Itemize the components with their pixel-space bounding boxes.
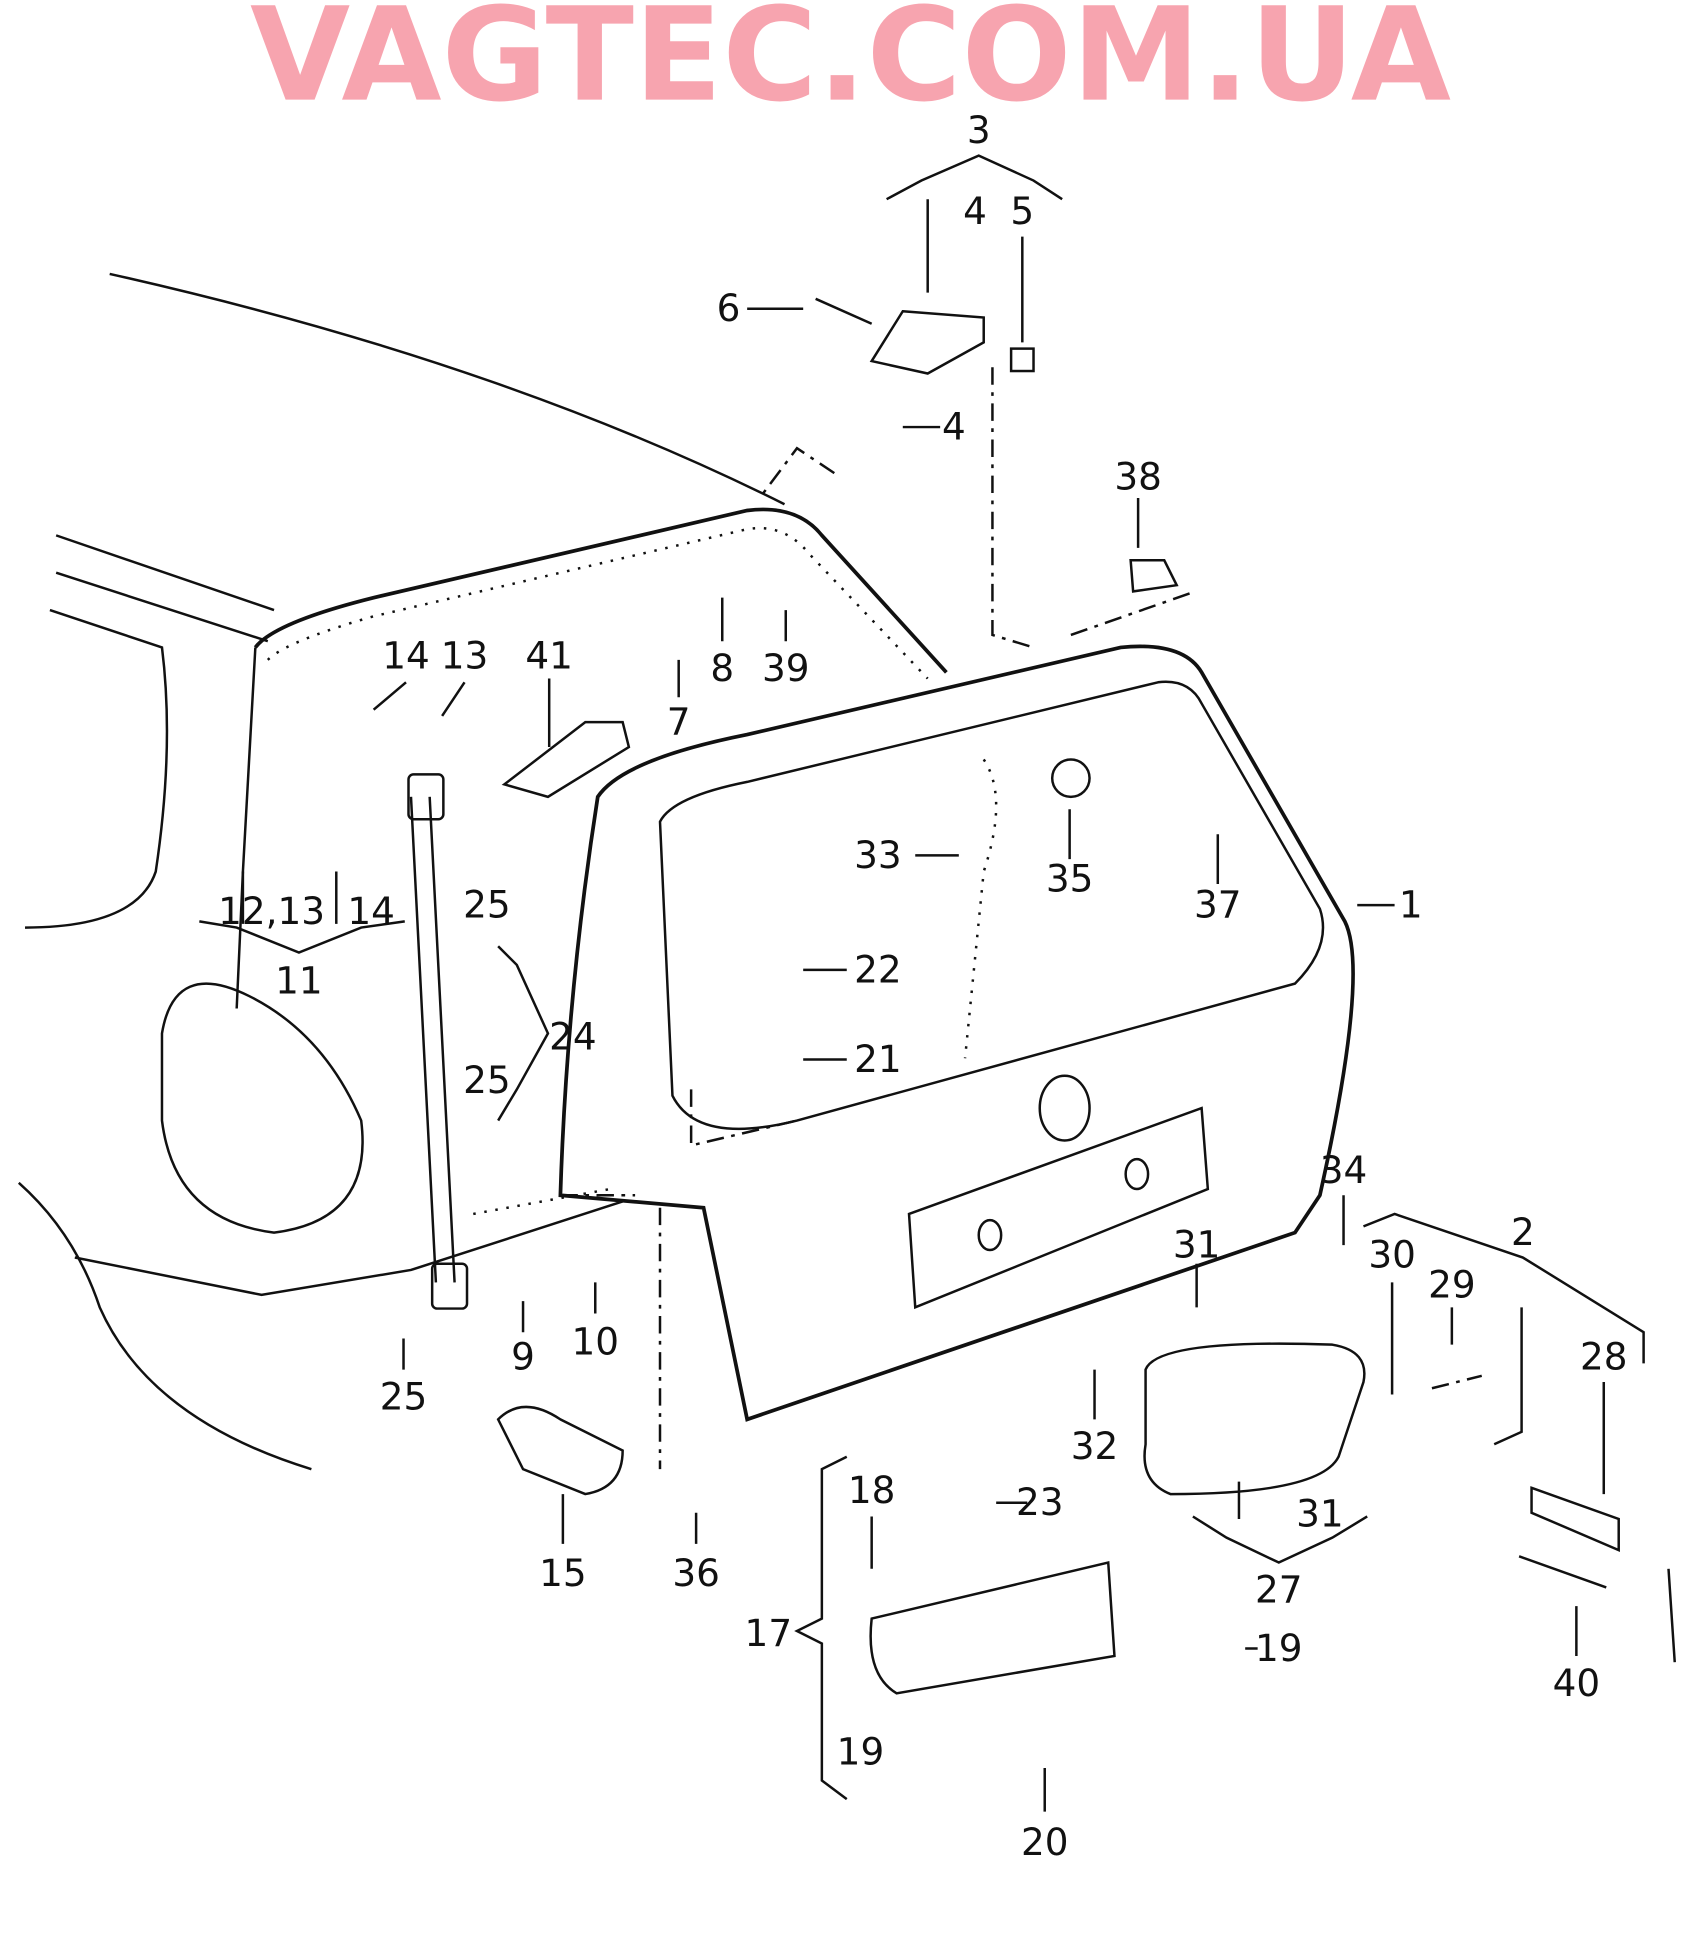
callout-36: 36 bbox=[672, 1551, 720, 1595]
watermark: VAGTEC.COM.UA bbox=[250, 0, 1451, 131]
tailgate bbox=[558, 644, 1355, 1422]
callout-25b: 25 bbox=[463, 1058, 511, 1102]
callout-29: 29 bbox=[1428, 1262, 1476, 1306]
callout-13: 13 bbox=[441, 634, 489, 678]
callout-27: 27 bbox=[1255, 1567, 1303, 1611]
callout-1: 1 bbox=[1399, 883, 1423, 927]
callout-34: 34 bbox=[1320, 1148, 1368, 1192]
callout-22: 22 bbox=[854, 947, 902, 991]
leader-lines bbox=[199, 154, 1645, 1812]
callout-21: 21 bbox=[854, 1037, 902, 1081]
callout-37: 37 bbox=[1194, 883, 1242, 927]
callout-14b: 14 bbox=[347, 889, 395, 933]
callout-31: 31 bbox=[1173, 1223, 1221, 1267]
callout-41: 41 bbox=[525, 634, 573, 678]
callout-28: 28 bbox=[1580, 1335, 1628, 1379]
callout-labels: 3 4 5 6 4 38 8 39 7 14 13 41 12,13 14 11… bbox=[218, 108, 1627, 1864]
callout-14: 14 bbox=[382, 634, 430, 678]
callout-40: 40 bbox=[1553, 1661, 1601, 1705]
callout-31b: 31 bbox=[1296, 1491, 1344, 1535]
callout-25: 25 bbox=[463, 883, 511, 927]
callout-25c: 25 bbox=[380, 1374, 428, 1418]
callout-17: 17 bbox=[745, 1611, 793, 1655]
callout-19b: 19 bbox=[837, 1729, 885, 1773]
callout-9: 9 bbox=[511, 1335, 535, 1379]
callout-7: 7 bbox=[667, 700, 691, 744]
callout-4b: 4 bbox=[942, 405, 966, 449]
callout-2: 2 bbox=[1511, 1210, 1535, 1254]
callout-38: 38 bbox=[1114, 454, 1162, 498]
callout-15: 15 bbox=[539, 1551, 587, 1595]
callout-30: 30 bbox=[1368, 1232, 1416, 1276]
callout-35: 35 bbox=[1046, 856, 1094, 900]
callout-18: 18 bbox=[848, 1468, 896, 1512]
callout-19: 19 bbox=[1255, 1626, 1303, 1670]
callout-12-13: 12,13 bbox=[218, 889, 325, 933]
callout-10: 10 bbox=[571, 1320, 619, 1364]
callout-6: 6 bbox=[717, 286, 741, 330]
callout-11: 11 bbox=[275, 959, 323, 1003]
callout-39: 39 bbox=[762, 646, 810, 690]
callout-5: 5 bbox=[1010, 189, 1034, 233]
callout-20: 20 bbox=[1021, 1820, 1069, 1864]
car-body bbox=[17, 272, 948, 1471]
callout-24: 24 bbox=[549, 1015, 597, 1059]
components bbox=[407, 297, 1676, 1695]
callout-4: 4 bbox=[963, 189, 987, 233]
callout-23: 23 bbox=[1016, 1480, 1064, 1524]
callout-8: 8 bbox=[710, 646, 734, 690]
callout-32: 32 bbox=[1071, 1424, 1119, 1468]
callout-3: 3 bbox=[967, 108, 991, 152]
callout-33: 33 bbox=[854, 833, 902, 877]
